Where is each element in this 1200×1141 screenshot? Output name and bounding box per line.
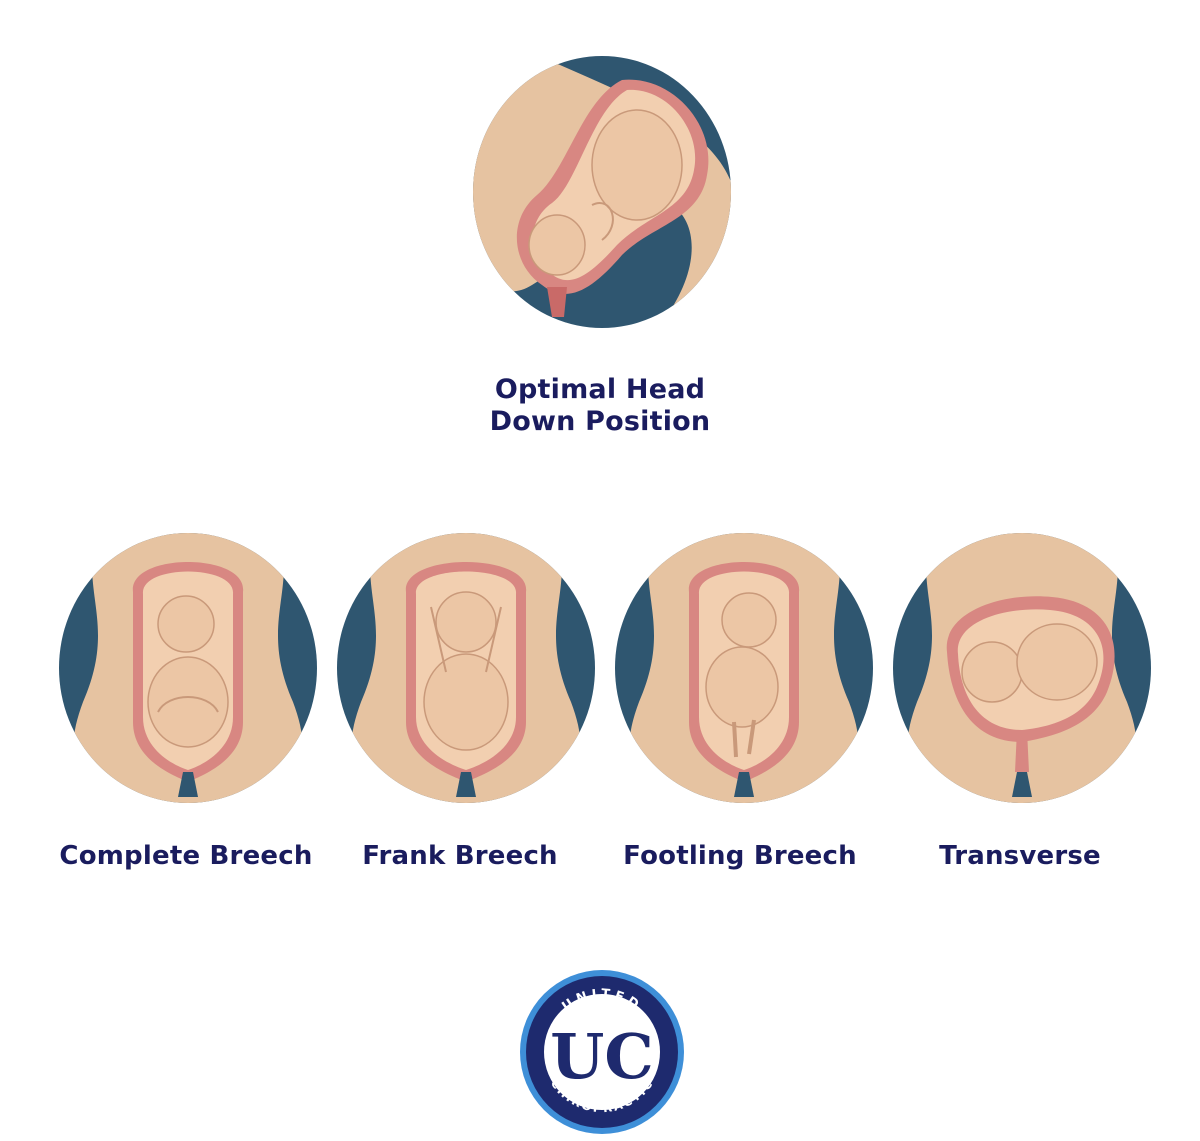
- label-frank-breech: Frank Breech: [362, 841, 558, 871]
- illustration-footling-breech: [614, 532, 874, 804]
- illustration-complete-breech: [58, 532, 318, 804]
- logo-monogram: UC: [550, 1020, 653, 1093]
- label-transverse: Transverse: [939, 841, 1101, 871]
- optimal-label-line2: Down Position: [489, 406, 711, 437]
- label-complete-breech: Complete Breech: [59, 841, 313, 871]
- united-chiropractic-logo: UNITED CHIROPRACTIC UC: [518, 968, 686, 1140]
- optimal-label-line1: Optimal Head: [494, 374, 706, 405]
- illustration-optimal-head-down: [472, 55, 732, 329]
- illustration-transverse: [892, 532, 1152, 804]
- label-footling-breech: Footling Breech: [623, 841, 857, 871]
- illustration-frank-breech: [336, 532, 596, 804]
- optimal-position-label: Optimal Head Down Position: [400, 374, 800, 438]
